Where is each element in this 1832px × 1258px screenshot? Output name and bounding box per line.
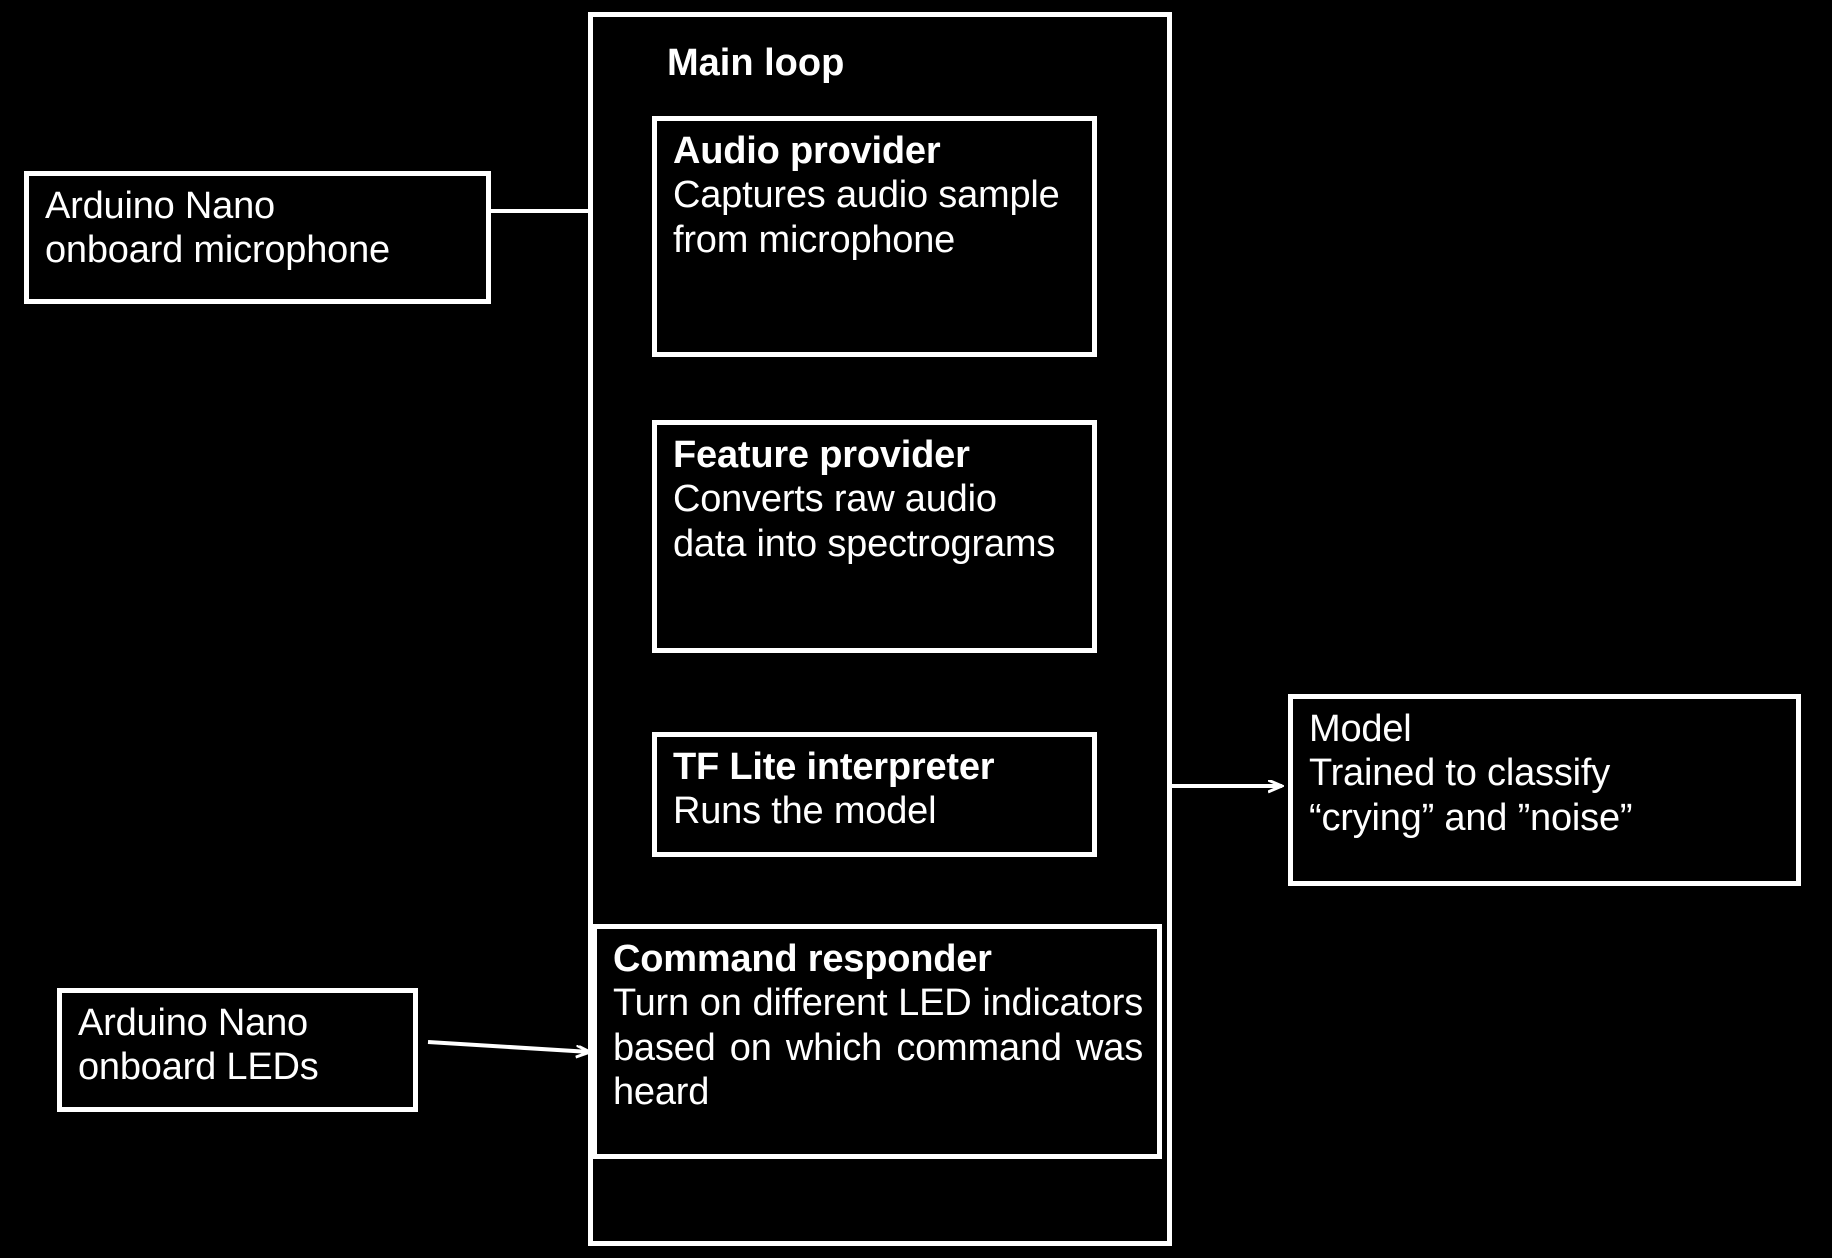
module-tflite-interpreter: TF Lite interpreter Runs the model [652, 732, 1097, 857]
external-model-content: Model Trained to classify “crying” and ”… [1293, 699, 1796, 850]
external-model-line1: Model [1309, 708, 1412, 750]
module-command-responder-content: Command responder Turn on different LED … [597, 929, 1157, 1125]
module-feature-provider-content: Feature provider Converts raw audio data… [657, 425, 1092, 576]
module-audio-provider-content: Audio provider Captures audio sample fro… [657, 121, 1092, 272]
external-leds-line1: Arduino Nano [78, 1002, 308, 1044]
external-microphone-line2: onboard microphone [45, 229, 390, 272]
external-leds-line2: onboard LEDs [78, 1046, 319, 1089]
external-model-line2: Trained to classify [1309, 752, 1611, 795]
module-feature-provider-title: Feature provider [673, 434, 970, 476]
external-leds-content: Arduino Nano onboard LEDs [62, 993, 413, 1100]
external-microphone: Arduino Nano onboard microphone [24, 171, 491, 304]
module-tflite-interpreter-title: TF Lite interpreter [673, 746, 995, 788]
module-command-responder-title: Command responder [613, 938, 992, 980]
connector-command-responder-to-leds [427, 1040, 590, 1052]
module-audio-provider-body: Captures audio sample from microphone [673, 174, 1060, 261]
module-feature-provider: Feature provider Converts raw audio data… [652, 420, 1097, 653]
module-audio-provider: Audio provider Captures audio sample fro… [652, 116, 1097, 357]
module-command-responder-body: Turn on different LED indicators based o… [613, 982, 1143, 1114]
module-command-responder: Command responder Turn on different LED … [592, 924, 1162, 1159]
external-model: Model Trained to classify “crying” and ”… [1288, 694, 1801, 886]
external-microphone-content: Arduino Nano onboard microphone [29, 176, 486, 283]
module-audio-provider-title: Audio provider [673, 130, 941, 172]
external-model-line3: “crying” and ”noise” [1309, 796, 1633, 839]
external-leds: Arduino Nano onboard LEDs [57, 988, 418, 1112]
main-loop-title: Main loop [667, 42, 845, 84]
module-tflite-interpreter-body: Runs the model [673, 790, 937, 833]
module-tflite-interpreter-content: TF Lite interpreter Runs the model [657, 737, 1092, 844]
module-feature-provider-body: Converts raw audio data into spectrogram… [673, 478, 1056, 565]
external-microphone-line1: Arduino Nano [45, 185, 275, 227]
